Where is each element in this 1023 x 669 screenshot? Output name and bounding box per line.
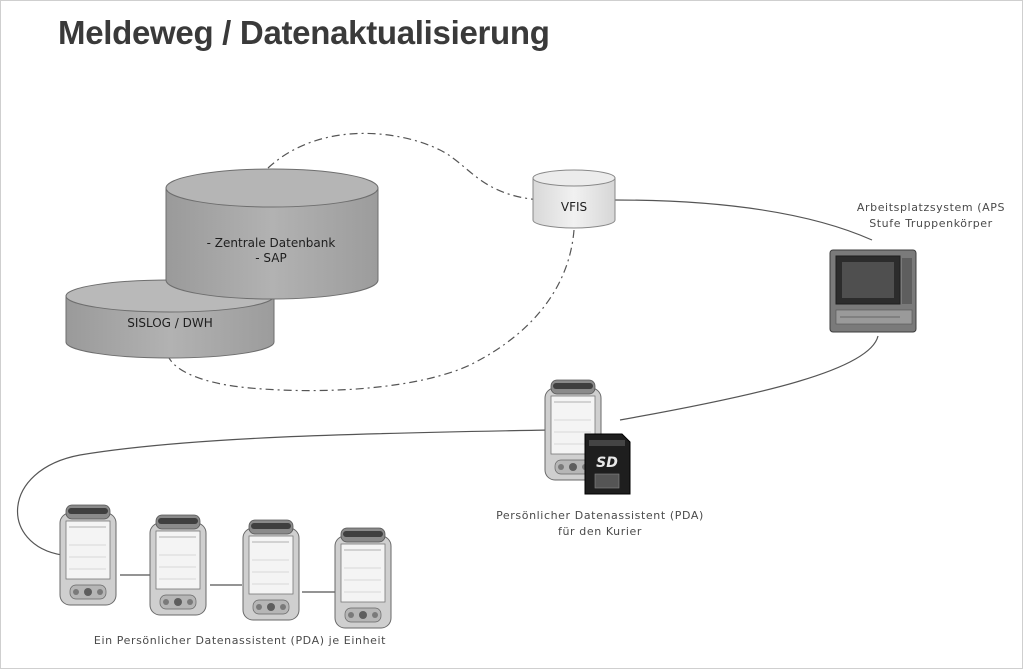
vfis-label: VFIS (560, 200, 588, 214)
aps-label-line2: Stufe Truppenkörper (869, 217, 993, 230)
central-database-cylinder (165, 168, 379, 300)
pda-icon-unit-4 (334, 527, 392, 629)
pda-icon-unit-2 (149, 514, 207, 616)
vfis-cylinder (532, 169, 616, 229)
link-pda-units (16, 429, 549, 556)
aps-label-line1: Arbeitsplatzsystem (APS (856, 201, 1006, 214)
link-vfis-aps (613, 199, 873, 241)
connection-lines (16, 132, 879, 593)
pda-courier-label: Persönlicher Datenassistent (PDA) für de… (470, 508, 730, 540)
pda-courier-label-line2: für den Kurier (558, 525, 642, 538)
pda-icon-unit-3 (242, 519, 300, 621)
svg-text:SD: SD (596, 455, 618, 471)
central-database-label: - Zentrale Datenbank - SAP (196, 236, 346, 266)
link-aps-pda (619, 335, 879, 421)
central-database-label-line1: - Zentrale Datenbank (206, 236, 336, 250)
pda-courier-label-line1: Persönlicher Datenassistent (PDA) (496, 509, 704, 522)
central-database-label-line2: - SAP (255, 251, 287, 265)
monitor-icon (829, 249, 917, 333)
page-title: Meldeweg / Datenaktualisierung (58, 14, 550, 51)
sislog-dwh-label: SISLOG / DWH (127, 316, 213, 330)
sd-card-icon: SD (584, 433, 631, 495)
pda-icon-unit-1 (59, 504, 117, 606)
pda-units-label: Ein Persönlicher Datenassistent (PDA) je… (93, 634, 387, 647)
dashdot-link-vfis-sislog (167, 229, 575, 392)
aps-label: Arbeitsplatzsystem (APS Stufe Truppenkör… (842, 200, 1020, 232)
dashdot-link-db-vfis (267, 132, 541, 201)
